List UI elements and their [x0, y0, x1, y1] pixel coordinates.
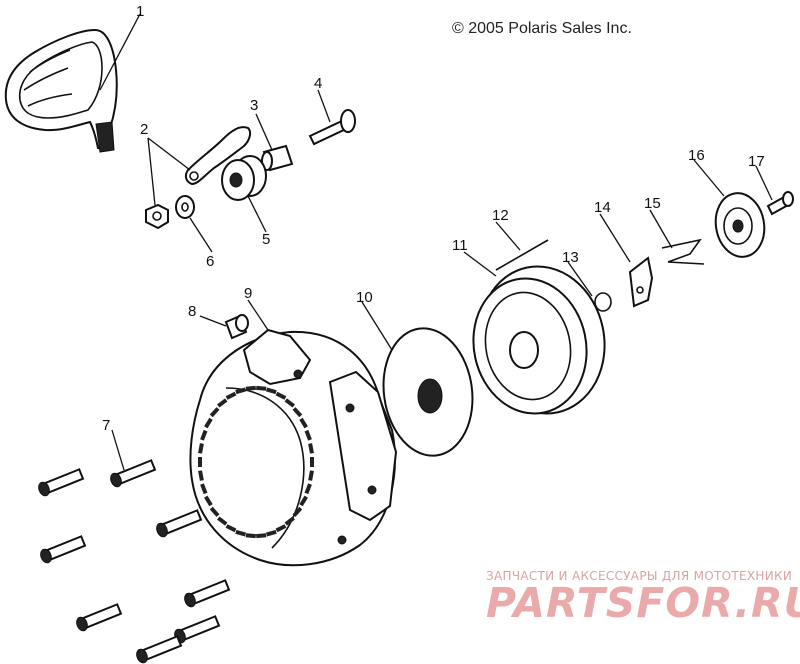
vent-slot	[217, 398, 228, 408]
callout-4: 4	[314, 75, 322, 92]
vent-slot	[310, 457, 314, 467]
copyright-text: © 2005 Polaris Sales Inc.	[452, 20, 632, 37]
part-5-pulley	[221, 155, 267, 201]
vent-slot	[200, 483, 208, 495]
leader-lines	[99, 13, 773, 471]
callout-6: 6	[206, 253, 214, 270]
callout-3: 3	[250, 97, 258, 114]
callout-2: 2	[140, 121, 148, 138]
part-1-starter-handle	[4, 28, 118, 153]
part-11-reel	[472, 265, 606, 415]
part-9-recoil-housing	[189, 328, 398, 567]
vent-slot	[198, 470, 204, 481]
callout-10: 10	[356, 289, 373, 306]
callout-7: 7	[102, 417, 110, 434]
part-2-link-plate	[184, 126, 252, 186]
callout-16: 16	[688, 147, 705, 164]
vent-slot	[217, 516, 228, 526]
callout-14: 14	[594, 199, 611, 216]
callout-5: 5	[262, 231, 270, 248]
vent-slot	[308, 443, 314, 454]
vent-slot	[256, 385, 267, 391]
vent-slot	[265, 387, 277, 395]
part-13-ring	[594, 292, 612, 312]
vent-slot	[256, 533, 267, 539]
vent-slot	[292, 506, 303, 517]
part-4-bolt	[308, 109, 356, 146]
part-16-cover	[714, 192, 766, 258]
part-12-rope	[495, 239, 549, 271]
vent-slot	[308, 470, 314, 481]
vent-slot	[209, 506, 220, 517]
callout-15: 15	[644, 195, 661, 212]
part-15-spring	[661, 238, 705, 265]
part-3-bushing	[261, 144, 294, 172]
part-10-plate	[382, 327, 474, 457]
part-8-plug	[224, 314, 249, 340]
part-7-screws	[38, 459, 231, 664]
vent-slot	[204, 417, 213, 429]
vent-slot	[299, 495, 308, 507]
watermark-logo: PARTSFOR.RU	[486, 579, 800, 627]
vent-slot	[284, 516, 295, 526]
vent-slot	[275, 391, 287, 400]
vent-slot	[304, 429, 312, 441]
vent-slot	[200, 429, 208, 441]
callout-8: 8	[188, 303, 196, 320]
vent-slot	[198, 457, 202, 467]
vent-slot	[198, 443, 204, 454]
vent-slot	[235, 387, 247, 395]
vent-slot	[235, 529, 247, 537]
housing-vents	[198, 385, 314, 539]
callout-1: 1	[136, 3, 144, 20]
part-2-nut	[145, 203, 169, 230]
watermark-tagline: ЗАПЧАСТИ И АКСЕССУАРЫ ДЛЯ МОТОТЕХНИКИ	[486, 569, 793, 583]
vent-slot	[225, 524, 237, 533]
vent-slot	[299, 417, 308, 429]
vent-slot	[209, 407, 220, 418]
vent-slot	[225, 391, 237, 400]
vent-slot	[204, 495, 213, 507]
vent-slot	[245, 533, 256, 539]
vent-slot	[304, 483, 312, 495]
part-14-pawl	[628, 256, 654, 308]
vent-slot	[265, 529, 277, 537]
vent-slot	[275, 524, 287, 533]
callout-13: 13	[562, 249, 579, 266]
callout-11: 11	[452, 237, 468, 254]
callout-12: 12	[492, 207, 509, 224]
vent-slot	[284, 398, 295, 408]
part-6-washer	[175, 195, 195, 219]
vent-slot	[245, 385, 256, 391]
part-17-bolt	[766, 191, 794, 216]
callout-9: 9	[244, 285, 252, 302]
callout-17: 17	[748, 153, 765, 170]
vent-slot	[292, 407, 303, 418]
